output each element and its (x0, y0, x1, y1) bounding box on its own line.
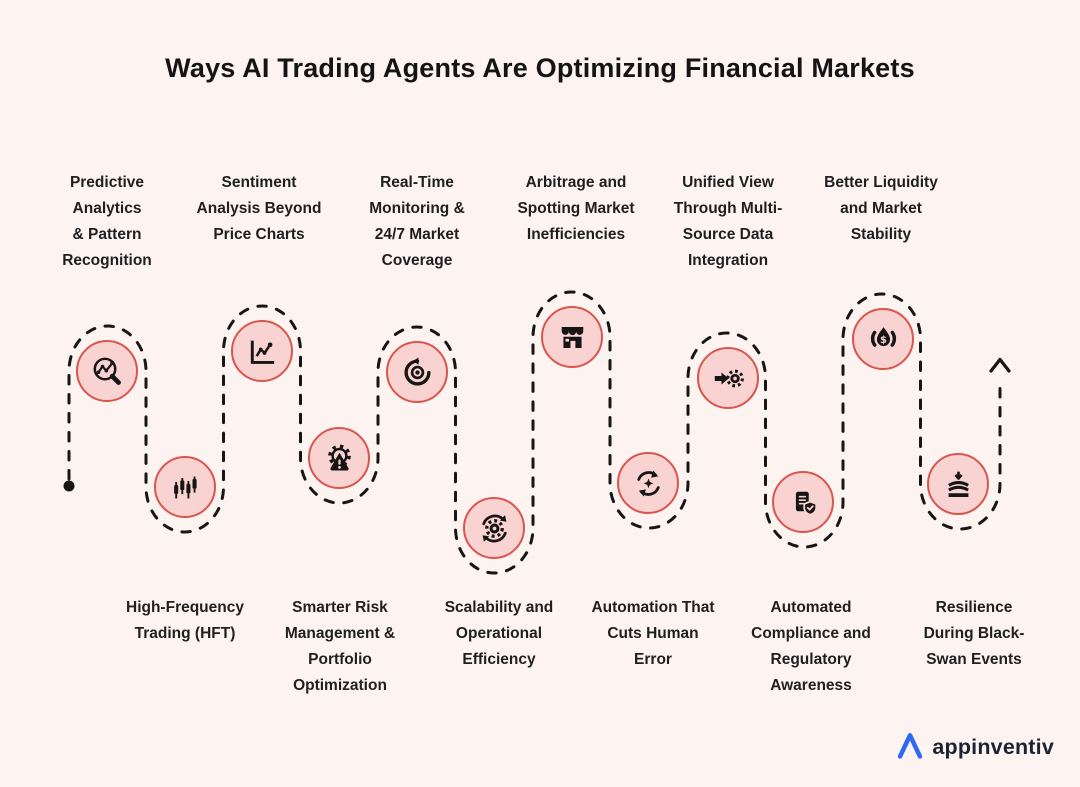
step-node (463, 497, 525, 559)
step-node (308, 427, 370, 489)
step-node (76, 340, 138, 402)
step-label: Sentiment Analysis Beyond Price Charts (196, 174, 322, 243)
step-node (617, 452, 679, 514)
step-label: Real-Time Monitoring & 24/7 Market Cover… (369, 174, 465, 269)
flow-path (67, 290, 1002, 575)
storefront-icon (555, 320, 590, 355)
up-arrow-icon (989, 357, 1011, 373)
line-chart-icon (245, 334, 280, 369)
step-node (697, 347, 759, 409)
step-label: Arbitrage and Spotting Market Inefficien… (517, 174, 635, 243)
arrow-gear-icon (711, 361, 746, 396)
step-node (927, 453, 989, 515)
resilience-layers-icon (941, 467, 976, 502)
step-node: $ (852, 308, 914, 370)
start-dot (63, 480, 75, 492)
step-label: Automated Compliance and Regulatory Awar… (751, 599, 871, 694)
step-label: Scalability and Operational Efficiency (444, 599, 554, 668)
brand-logo-text: appinventiv (932, 735, 1054, 759)
step-node (154, 456, 216, 518)
document-shield-icon (786, 485, 821, 520)
step-label: Automation That Cuts Human Error (591, 599, 715, 668)
gear-sync-icon (477, 511, 512, 546)
brand-logo: appinventiv (895, 730, 1054, 765)
page-title: Ways AI Trading Agents Are Optimizing Fi… (165, 53, 915, 83)
step-node (386, 341, 448, 403)
step-node (541, 306, 603, 368)
sync-sparkle-icon (631, 466, 666, 501)
candlestick-chart-icon (168, 470, 203, 505)
step-node (231, 320, 293, 382)
chart-magnifier-icon (90, 354, 125, 389)
gear-alert-icon (322, 441, 357, 476)
step-label: High-Frequency Trading (HFT) (126, 599, 244, 642)
step-label: Better Liquidity and Market Stability (824, 174, 938, 243)
svg-text:$: $ (880, 335, 887, 346)
step-label: Unified View Through Multi- Source Data … (673, 174, 783, 269)
step-label: Resilience During Black- Swan Events (923, 599, 1025, 668)
liquidity-drop-icon: $ (866, 322, 901, 357)
step-label: Predictive Analytics & Pattern Recogniti… (62, 174, 152, 269)
appinventiv-logo (895, 730, 925, 765)
step-node (772, 471, 834, 533)
target-refresh-icon (400, 355, 435, 390)
step-label: Smarter Risk Management & Portfolio Opti… (284, 599, 396, 694)
